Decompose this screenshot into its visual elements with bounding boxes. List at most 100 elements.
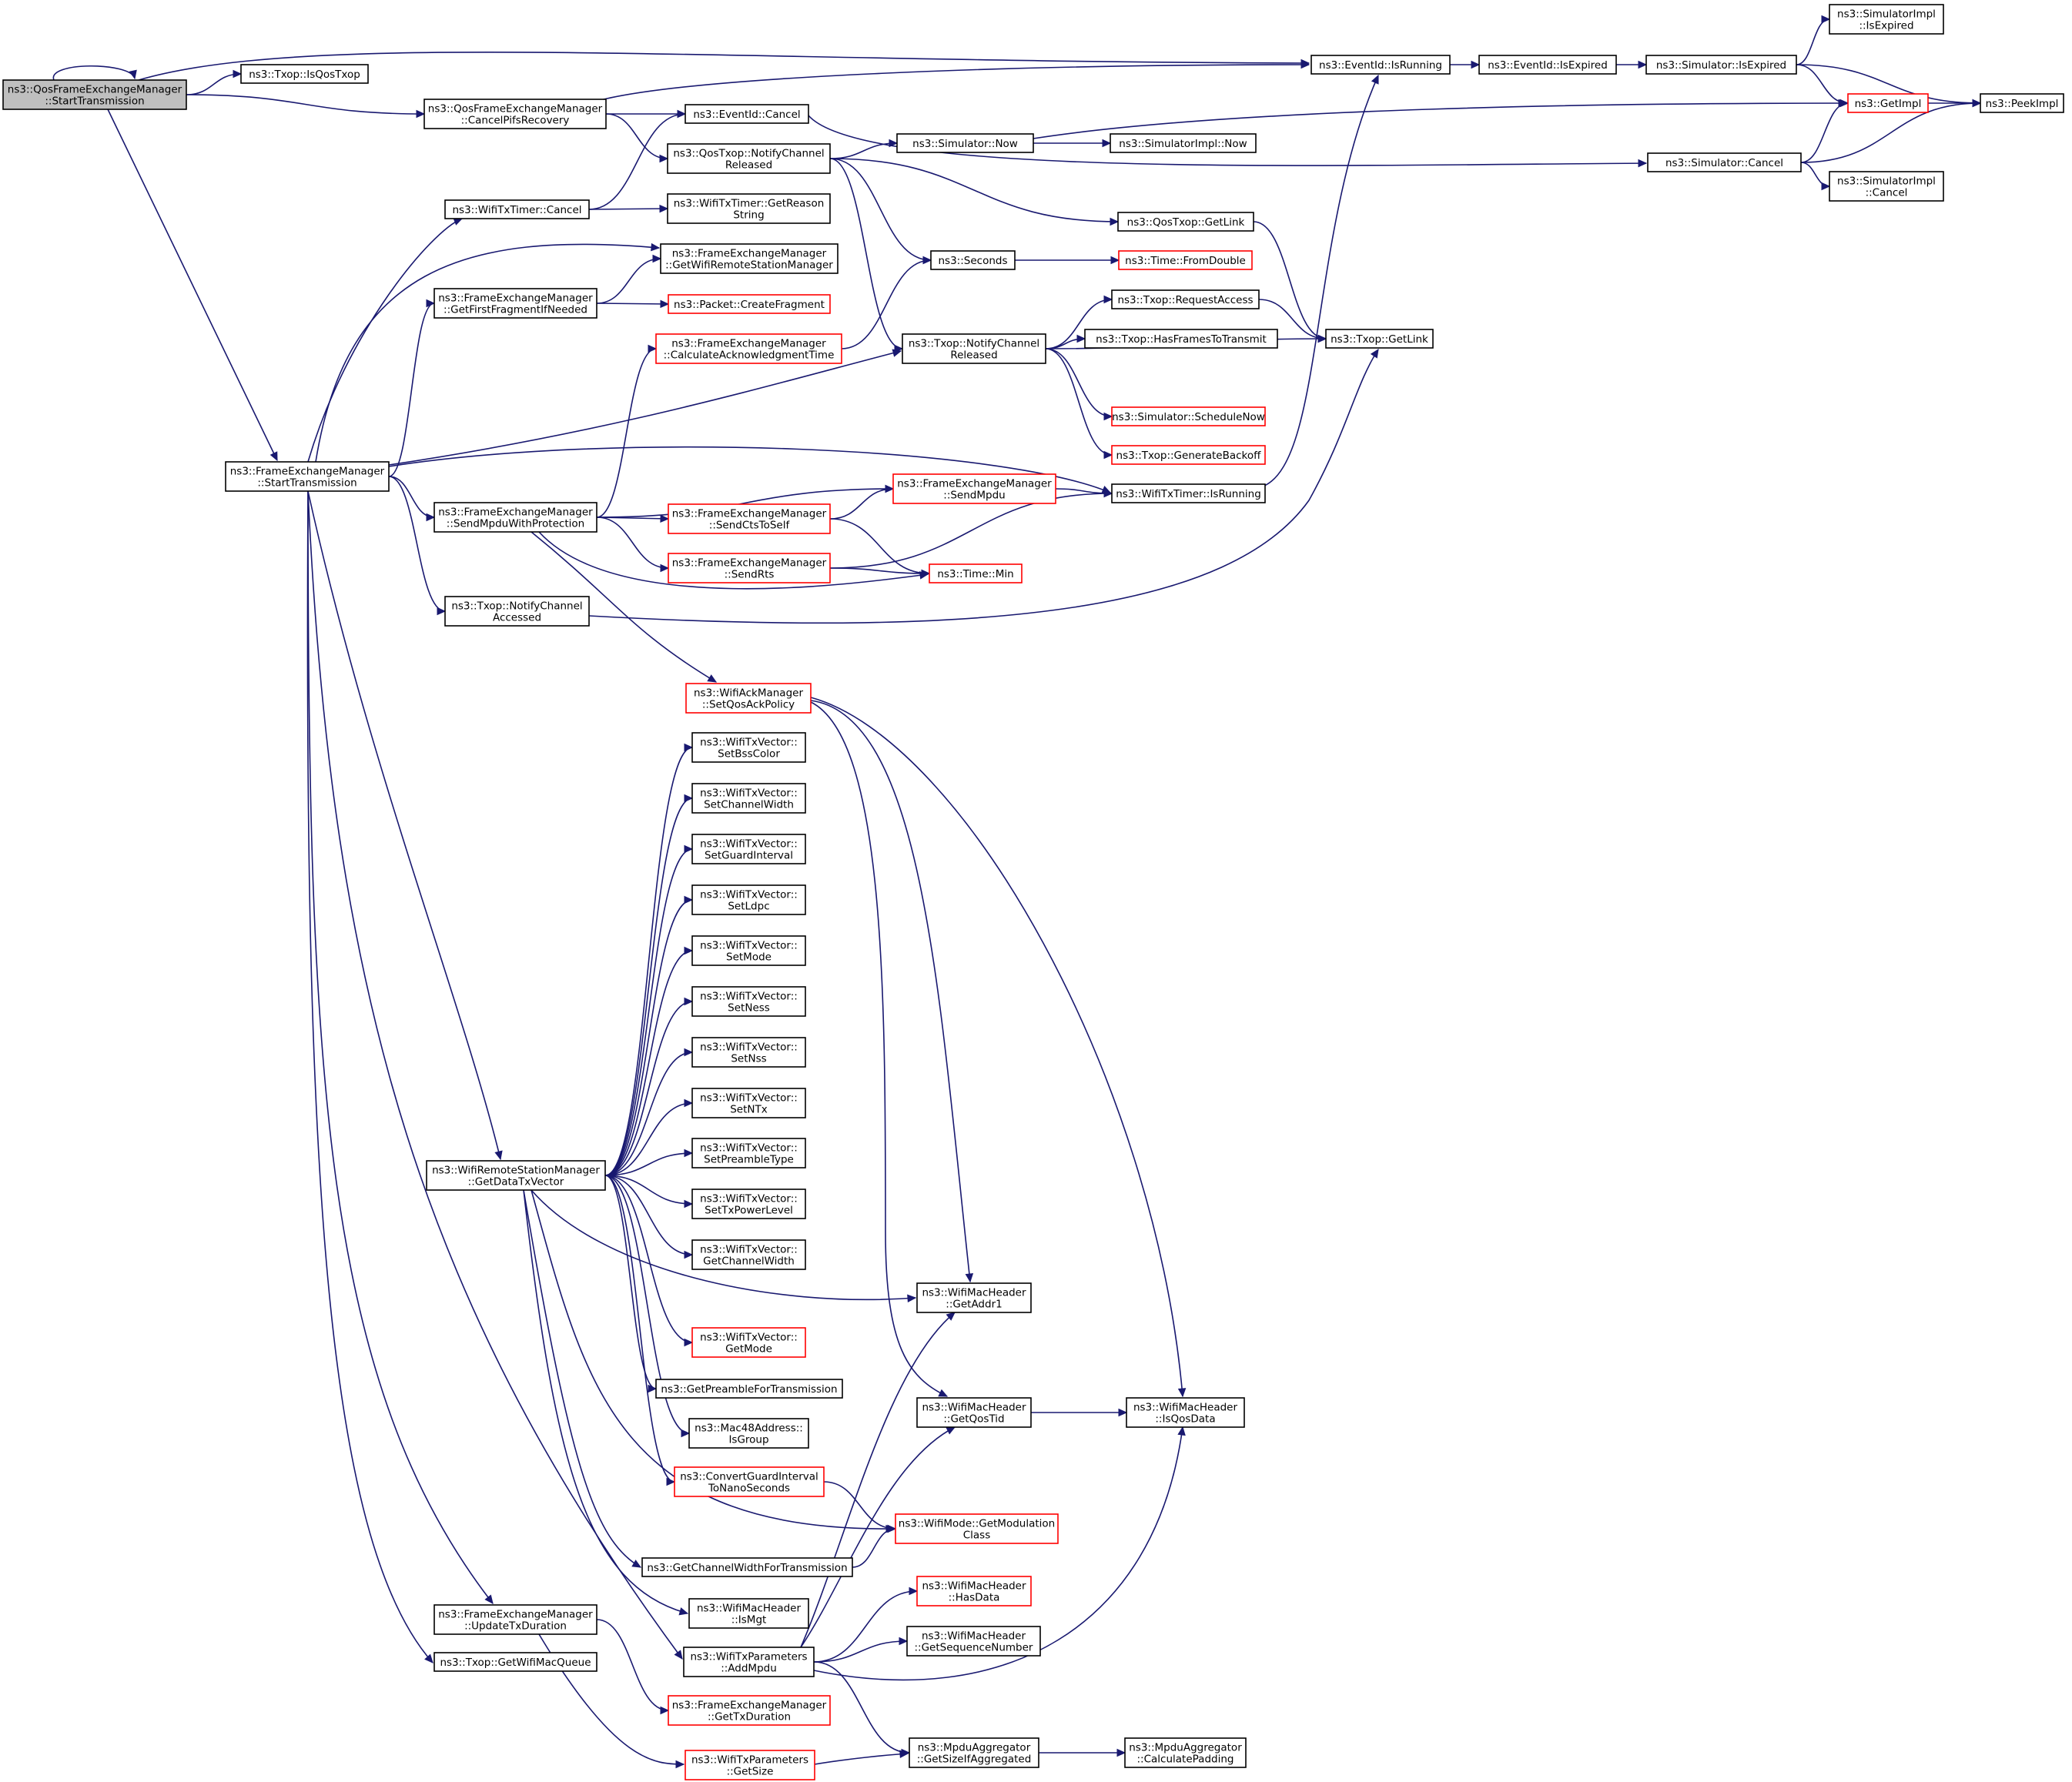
- node-fem_sendmpduprot[interactable]: ns3::FrameExchangeManager::SendMpduWithP…: [433, 502, 597, 533]
- node-sim_cancel[interactable]: ns3::Simulator::Cancel: [1647, 152, 1802, 172]
- edge-arrowhead: [885, 484, 895, 493]
- node-simimpl_cancel[interactable]: ns3::SimulatorImpl::Cancel: [1829, 171, 1944, 202]
- node-wtv_settxpower[interactable]: ns3::WifiTxVector::SetTxPowerLevel: [691, 1189, 806, 1219]
- node-wtv_setgi[interactable]: ns3::WifiTxVector::SetGuardInterval: [691, 834, 806, 864]
- node-txop_genbackoff[interactable]: ns3::Txop::GenerateBackoff: [1111, 445, 1266, 465]
- node-peekimpl[interactable]: ns3::PeekImpl: [1980, 93, 2064, 113]
- edge-arrowhead: [684, 1250, 694, 1259]
- edge-fem_start-to-txop_getqueue: [306, 490, 433, 1663]
- node-wmh_getqostid[interactable]: ns3::WifiMacHeader::GetQosTid: [916, 1397, 1032, 1428]
- node-wtv_setnss[interactable]: ns3::WifiTxVector::SetNss: [691, 1037, 806, 1068]
- edge-txop_ncr-to-sim_schedulenow: [1045, 348, 1113, 417]
- node-qostxop_getlink[interactable]: ns3::QosTxop::GetLink: [1117, 212, 1254, 232]
- node-label-line: ns3::WifiRemoteStationManager: [432, 1165, 600, 1177]
- node-label-line: ns3::Txop::RequestAccess: [1117, 294, 1253, 306]
- node-packet_createfrag[interactable]: ns3::Packet::CreateFragment: [668, 294, 831, 314]
- node-sim_now[interactable]: ns3::Simulator::Now: [896, 133, 1034, 153]
- node-wmh_hasdata[interactable]: ns3::WifiMacHeader::HasData: [916, 1576, 1032, 1606]
- node-box: [1980, 93, 2064, 113]
- node-txop_requestaccess[interactable]: ns3::Txop::RequestAccess: [1111, 289, 1260, 309]
- node-box: [668, 553, 831, 583]
- node-time_min[interactable]: ns3::Time::Min: [929, 563, 1023, 583]
- node-label-line: ns3::Txop::GetWifiMacQueue: [440, 1657, 591, 1669]
- node-wmh_getaddr1[interactable]: ns3::WifiMacHeader::GetAddr1: [916, 1282, 1032, 1313]
- node-txop_getqueue[interactable]: ns3::Txop::GetWifiMacQueue: [433, 1652, 597, 1672]
- edge-qostxop_ncr-to-qostxop_getlink: [829, 158, 1119, 222]
- node-wtv_setldpc[interactable]: ns3::WifiTxVector::SetLdpc: [691, 884, 806, 915]
- node-label-line: ns3::FrameExchangeManager: [438, 1609, 593, 1621]
- node-wmh_isqosdata[interactable]: ns3::WifiMacHeader::IsQosData: [1126, 1397, 1245, 1428]
- node-fem_sendcts[interactable]: ns3::FrameExchangeManager::SendCtsToSelf: [668, 503, 831, 534]
- node-wtv_setntx[interactable]: ns3::WifiTxVector::SetNTx: [691, 1088, 806, 1118]
- node-box: [930, 250, 1016, 270]
- node-evt_cancel[interactable]: ns3::EventId::Cancel: [685, 104, 809, 124]
- node-wtv_setmode[interactable]: ns3::WifiTxVector::SetMode: [691, 935, 806, 966]
- node-wtt_isrunning[interactable]: ns3::WifiTxTimer::IsRunning: [1111, 483, 1266, 503]
- node-label-line: Accessed: [493, 612, 541, 624]
- node-getcwfortx[interactable]: ns3::GetChannelWidthForTransmission: [641, 1557, 853, 1577]
- node-wrsm_getdatatx[interactable]: ns3::WifiRemoteStationManager::GetDataTx…: [426, 1160, 606, 1191]
- node-mac48_isgroup[interactable]: ns3::Mac48Address::IsGroup: [688, 1418, 809, 1449]
- node-box: [916, 1282, 1032, 1313]
- node-sim_isexpired[interactable]: ns3::Simulator::IsExpired: [1645, 55, 1797, 75]
- edge-wrsm_getdatatx-to-wtv_setbss: [604, 747, 693, 1176]
- node-label-line: ns3::WifiMacHeader: [922, 1402, 1026, 1414]
- node-simimpl_now[interactable]: ns3::SimulatorImpl::Now: [1110, 133, 1257, 153]
- node-fem_gettxdur[interactable]: ns3::FrameExchangeManager::GetTxDuration: [668, 1695, 831, 1726]
- node-wtv_getmode[interactable]: ns3::WifiTxVector::GetMode: [691, 1327, 806, 1358]
- node-wtp_getsize[interactable]: ns3::WifiTxParameters::GetSize: [685, 1750, 815, 1780]
- edge-root-to-evt_isrunning: [138, 52, 1310, 81]
- node-wtv_setness[interactable]: ns3::WifiTxVector::SetNess: [691, 986, 806, 1017]
- node-evt_isexpired[interactable]: ns3::EventId::IsExpired: [1478, 55, 1617, 75]
- node-seconds[interactable]: ns3::Seconds: [930, 250, 1016, 270]
- node-label-line: ns3::WifiTxVector::: [700, 889, 798, 901]
- node-root[interactable]: ns3::QosFrameExchangeManager::StartTrans…: [2, 79, 187, 110]
- node-getpreamble[interactable]: ns3::GetPreambleForTransmission: [655, 1379, 843, 1399]
- node-sim_schedulenow[interactable]: ns3::Simulator::ScheduleNow: [1111, 406, 1266, 426]
- node-txop_hasframes[interactable]: ns3::Txop::HasFramesToTransmit: [1084, 329, 1278, 349]
- node-wtp_addmpdu[interactable]: ns3::WifiTxParameters::AddMpdu: [683, 1647, 815, 1677]
- node-label-line: ns3::SimulatorImpl: [1837, 8, 1936, 21]
- node-getimpl[interactable]: ns3::GetImpl: [1847, 93, 1929, 113]
- node-wtv_setcw[interactable]: ns3::WifiTxVector::SetChannelWidth: [691, 783, 806, 814]
- node-simimpl_isexpired[interactable]: ns3::SimulatorImpl::IsExpired: [1829, 4, 1944, 35]
- node-box: [433, 288, 597, 319]
- edge-wrsm_getdatatx-to-wtv_setmode: [604, 950, 693, 1176]
- edge-arrowhead: [1300, 60, 1310, 69]
- node-wtv_setpreamble[interactable]: ns3::WifiTxVector::SetPreambleType: [691, 1138, 806, 1168]
- node-mpdu_getsize[interactable]: ns3::MpduAggregator::GetSizeIfAggregated: [909, 1737, 1039, 1768]
- node-fem_getwrsm[interactable]: ns3::FrameExchangeManager::GetWifiRemote…: [660, 243, 839, 274]
- edge-arrowhead: [1103, 295, 1113, 304]
- node-time_fromdouble[interactable]: ns3::Time::FromDouble: [1118, 250, 1253, 270]
- edge-arrowhead: [484, 1594, 494, 1604]
- edge-arrowhead: [1177, 1388, 1187, 1398]
- node-wtv_getcw[interactable]: ns3::WifiTxVector::GetChannelWidth: [691, 1239, 806, 1270]
- node-isqostxop[interactable]: ns3::Txop::IsQosTxop: [240, 64, 369, 84]
- node-label-line: ns3::FrameExchangeManager: [672, 557, 827, 570]
- node-wmh_getseq[interactable]: ns3::WifiMacHeader::GetSequenceNumber: [906, 1626, 1041, 1657]
- node-wmh_ismgt[interactable]: ns3::WifiMacHeader::IsMgt: [688, 1598, 809, 1629]
- node-mpdu_calcpad[interactable]: ns3::MpduAggregator::CalculatePadding: [1124, 1737, 1247, 1768]
- edge-arrowhead: [907, 1294, 917, 1303]
- node-fem_calcack[interactable]: ns3::FrameExchangeManager::CalculateAckn…: [655, 333, 842, 364]
- node-fem_sendrts[interactable]: ns3::FrameExchangeManager::SendRts: [668, 553, 831, 583]
- node-label-line: GetChannelWidth: [703, 1255, 795, 1268]
- node-txop_getlink[interactable]: ns3::Txop::GetLink: [1325, 329, 1434, 349]
- node-evt_isrunning[interactable]: ns3::EventId::IsRunning: [1310, 55, 1451, 75]
- node-fem_getfirstfrag[interactable]: ns3::FrameExchangeManager::GetFirstFragm…: [433, 288, 597, 319]
- node-wtv_setbss[interactable]: ns3::WifiTxVector::SetBssColor: [691, 732, 806, 763]
- node-fem_start[interactable]: ns3::FrameExchangeManager::StartTransmis…: [225, 461, 390, 492]
- node-fem_sendmpdu[interactable]: ns3::FrameExchangeManager::SendMpdu: [892, 473, 1056, 504]
- node-label-line: ::GetSequenceNumber: [915, 1642, 1033, 1654]
- node-wam_setqos[interactable]: ns3::WifiAckManager::SetQosAckPolicy: [685, 683, 812, 714]
- node-wtt_cancel[interactable]: ns3::WifiTxTimer::Cancel: [444, 199, 590, 219]
- node-fem_updatetxdur[interactable]: ns3::FrameExchangeManager::UpdateTxDurat…: [433, 1604, 597, 1635]
- node-box: [660, 243, 839, 274]
- node-cancelpifs[interactable]: ns3::QosFrameExchangeManager::CancelPifs…: [423, 99, 607, 129]
